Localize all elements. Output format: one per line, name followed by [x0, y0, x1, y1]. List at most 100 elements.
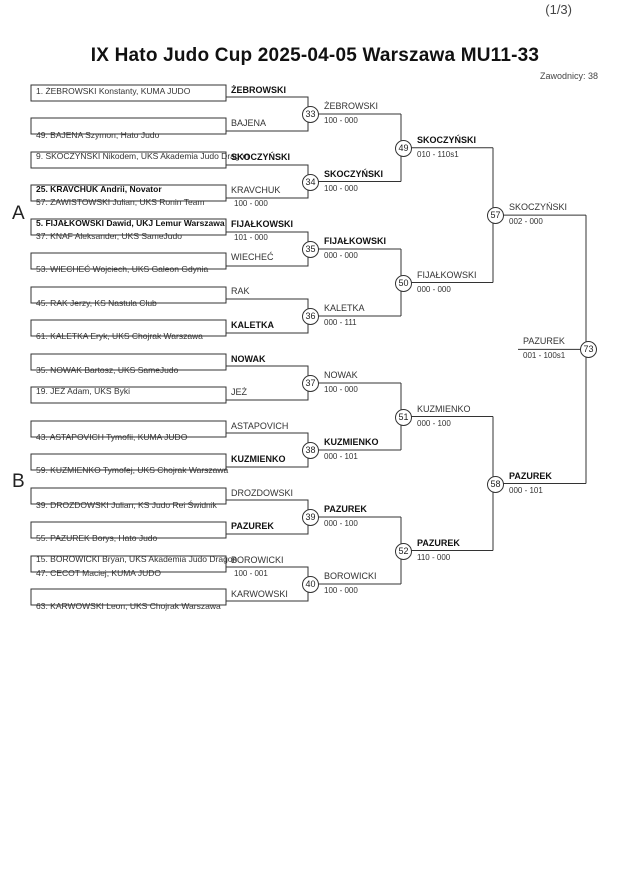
pool-label-a: A: [12, 203, 25, 224]
round3-score: 000 - 100: [417, 418, 451, 428]
round2-score: 100 - 000: [324, 385, 358, 394]
entry-box: [30, 218, 227, 236]
round3-winner: SKOCZYŃSKI: [417, 134, 477, 145]
round3-score: 110 - 000: [417, 552, 451, 562]
round2-winner: KALETKA: [324, 303, 365, 313]
entry-box: [30, 151, 227, 169]
entry-box: [30, 319, 227, 337]
entry-competitor: 39. DROZDOWSKI Julian, KS Judo Rei Świdn…: [36, 500, 217, 510]
semi-winner: SKOCZYŃSKI: [509, 202, 568, 213]
entry-competitor: 59. KUZMIENKO Tymofej, UKS Chojrak Warsz…: [36, 465, 229, 475]
match-number-circle: 58: [487, 475, 504, 493]
match-number-circle: 73: [580, 341, 597, 359]
match-number-circle: 50: [395, 274, 412, 292]
match-number-circle: 51: [395, 408, 412, 426]
round1-score: 100 - 000: [234, 199, 268, 208]
round2-winner: KUZMIENKO: [324, 437, 379, 447]
round2-winner: FIJAŁKOWSKI: [324, 236, 386, 246]
match-number-circle: 49: [395, 139, 412, 157]
match-number-circle: 33: [302, 106, 319, 123]
page-title: IX Hato Judo Cup 2025-04-05 Warszawa MU1…: [90, 45, 540, 66]
entry-box: [30, 420, 227, 438]
match-number-circle: 36: [302, 308, 319, 325]
round2-winner: PAZUREK: [324, 504, 367, 514]
round1-score: 100 - 001: [234, 569, 268, 578]
entry-competitor: 19. JEŻ Adam, UKS Byki: [36, 386, 131, 396]
entry-box: [30, 252, 227, 270]
round1-name: ASTAPOVICH: [231, 421, 289, 431]
entry-competitor: 37. KNAF Aleksander, UKS SameJudo: [36, 231, 182, 241]
round2-winner: SKOCZYŃSKI: [324, 168, 384, 179]
entry-competitor: 15. BOROWICKI Bryan, UKS Akademia Judo D…: [36, 554, 238, 564]
round1-name: SKOCZYŃSKI: [231, 152, 291, 162]
semi-score: 000 - 101: [509, 485, 543, 495]
entry-competitor: 43. ASTAPOVICH Tymofii, KUMA JUDO: [36, 432, 188, 442]
round3-score: 000 - 000: [417, 284, 451, 294]
entry-competitor: 63. KARWOWSKI Leon, UKS Chojrak Warszawa: [36, 601, 221, 611]
round1-name: RAK: [231, 286, 250, 296]
match-number-circle: 40: [302, 576, 319, 593]
entry-box: [30, 84, 227, 102]
entry-competitor: 47. CECOT Maciej, KUMA JUDO: [36, 568, 162, 578]
round1-name: KARWOWSKI: [231, 589, 288, 599]
round1-name: PAZUREK: [231, 521, 274, 531]
round1-name: BAJENA: [231, 118, 267, 128]
round2-winner: ŻEBROWSKI: [324, 101, 379, 111]
round1-name: KALETKA: [231, 320, 274, 330]
round2-score: 100 - 000: [324, 116, 358, 125]
final-winner: PAZUREK: [523, 336, 565, 347]
round2-score: 000 - 101: [324, 452, 358, 461]
entry-competitor: 57. ZAWISTOWSKI Julian, UKS Ronin Team: [36, 197, 205, 207]
round1-name: ŻEBROWSKI: [231, 85, 286, 95]
round2-winner: BOROWICKI: [324, 571, 377, 581]
semi-score: 002 - 000: [509, 217, 543, 227]
round1-name: DROZDOWSKI: [231, 488, 293, 498]
entry-box: [30, 386, 227, 404]
competitors-count: Zawodnicy: 38: [539, 71, 598, 81]
round2-winner: NOWAK: [324, 370, 358, 380]
round3-score: 010 - 110s1: [417, 149, 459, 159]
entry-competitor: 45. RAK Jerzy, KS Nastula Club: [36, 298, 157, 308]
entry-competitor: 1. ŻEBROWSKI Konstanty, KUMA JUDO: [36, 86, 191, 96]
entry-competitor: 61. KALETKA Eryk, UKS Chojrak Warszawa: [36, 331, 203, 341]
entry-box: [30, 555, 227, 573]
pool-label-b: B: [12, 471, 25, 492]
match-number-circle: 34: [302, 173, 319, 191]
entry-box: [30, 588, 227, 606]
round2-score: 000 - 000: [324, 251, 358, 260]
match-number-circle: 52: [395, 542, 412, 560]
entry-box: [30, 521, 227, 539]
match-number-circle: 35: [302, 241, 319, 258]
match-number-circle: 38: [302, 442, 319, 459]
round1-score: 101 - 000: [234, 233, 268, 242]
round2-score: 000 - 100: [324, 519, 358, 528]
round3-winner: KUZMIENKO: [417, 403, 471, 414]
round2-score: 000 - 111: [324, 318, 357, 327]
round1-name: WIECHEĆ: [231, 252, 274, 262]
round1-name: BOROWICKI: [231, 555, 284, 565]
round1-name: JEŻ: [231, 387, 248, 397]
match-number-circle: 57: [487, 207, 504, 225]
entry-competitor: 35. NOWAK Bartosz, UKS SameJudo: [36, 365, 179, 375]
entry-competitor: 5. FIJAŁKOWSKI Dawid, UKJ Lemur Warszawa: [36, 218, 225, 228]
entry-competitor: 53. WIECHEĆ Wojciech, UKS Galeon Gdynia: [36, 264, 209, 274]
entry-box: [30, 487, 227, 505]
page-indicator: (1/3): [545, 2, 572, 17]
entry-competitor: 9. SKOCZYŃSKI Nikodem, UKS Akademia Judo…: [36, 151, 250, 161]
round3-winner: FIJAŁKOWSKI: [417, 269, 477, 280]
round2-score: 100 - 000: [324, 183, 358, 193]
entry-box: [30, 117, 227, 135]
semi-winner: PAZUREK: [509, 470, 552, 481]
round1-name: KRAVCHUK: [231, 185, 281, 195]
round1-name: NOWAK: [231, 354, 266, 364]
entry-competitor: 49. BAJENA Szymon, Hato Judo: [36, 130, 160, 140]
round1-name: KUZMIENKO: [231, 454, 286, 464]
match-number-circle: 39: [302, 509, 319, 526]
final-score: 001 - 100s1: [523, 351, 566, 361]
entry-box: [30, 353, 227, 371]
round1-name: FIJAŁKOWSKI: [231, 219, 293, 229]
entry-competitor: 25. KRAVCHUK Andrii, Novator: [36, 184, 162, 194]
match-number-circle: 37: [302, 375, 319, 392]
entry-box: [30, 453, 227, 471]
entry-box: [30, 184, 227, 202]
